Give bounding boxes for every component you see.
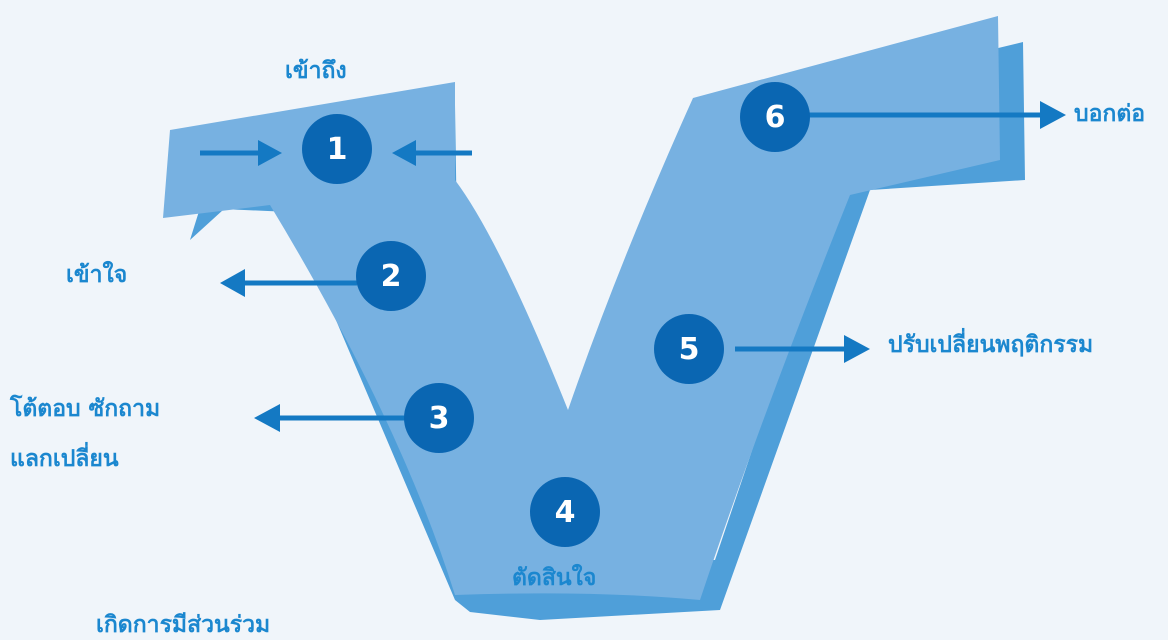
step-3-label-line2: แลกเปลี่ยน	[10, 446, 119, 472]
step-5-label: ปรับเปลี่ยนพฤติกรรม	[888, 332, 1094, 358]
v-shape-face	[163, 16, 1000, 600]
step-6-label: บอกต่อ	[1074, 101, 1146, 127]
arrow-3	[254, 404, 405, 432]
step-3-circle: 3	[404, 383, 474, 453]
arrow-5	[735, 335, 870, 363]
v-diagram	[163, 16, 1066, 620]
step-2-label: เข้าใจ	[66, 262, 128, 288]
arrow-1-right	[392, 140, 472, 166]
step-1-circle: 1	[302, 114, 372, 184]
arrow-1-left	[200, 140, 282, 166]
arrow-6	[795, 101, 1066, 129]
step-4-label: ตัดสินใจ	[512, 565, 597, 591]
step-1-label: เข้าถึง	[285, 58, 347, 84]
step-6-circle: 6	[740, 82, 810, 152]
arrow-2	[220, 269, 357, 297]
step-2-circle: 2	[356, 241, 426, 311]
footer-label: เกิดการมีส่วนร่วม	[96, 612, 271, 638]
step-3-label: โต้ตอบ ซักถาม	[10, 396, 161, 422]
step-4-circle: 4	[530, 477, 600, 547]
step-5-circle: 5	[654, 314, 724, 384]
